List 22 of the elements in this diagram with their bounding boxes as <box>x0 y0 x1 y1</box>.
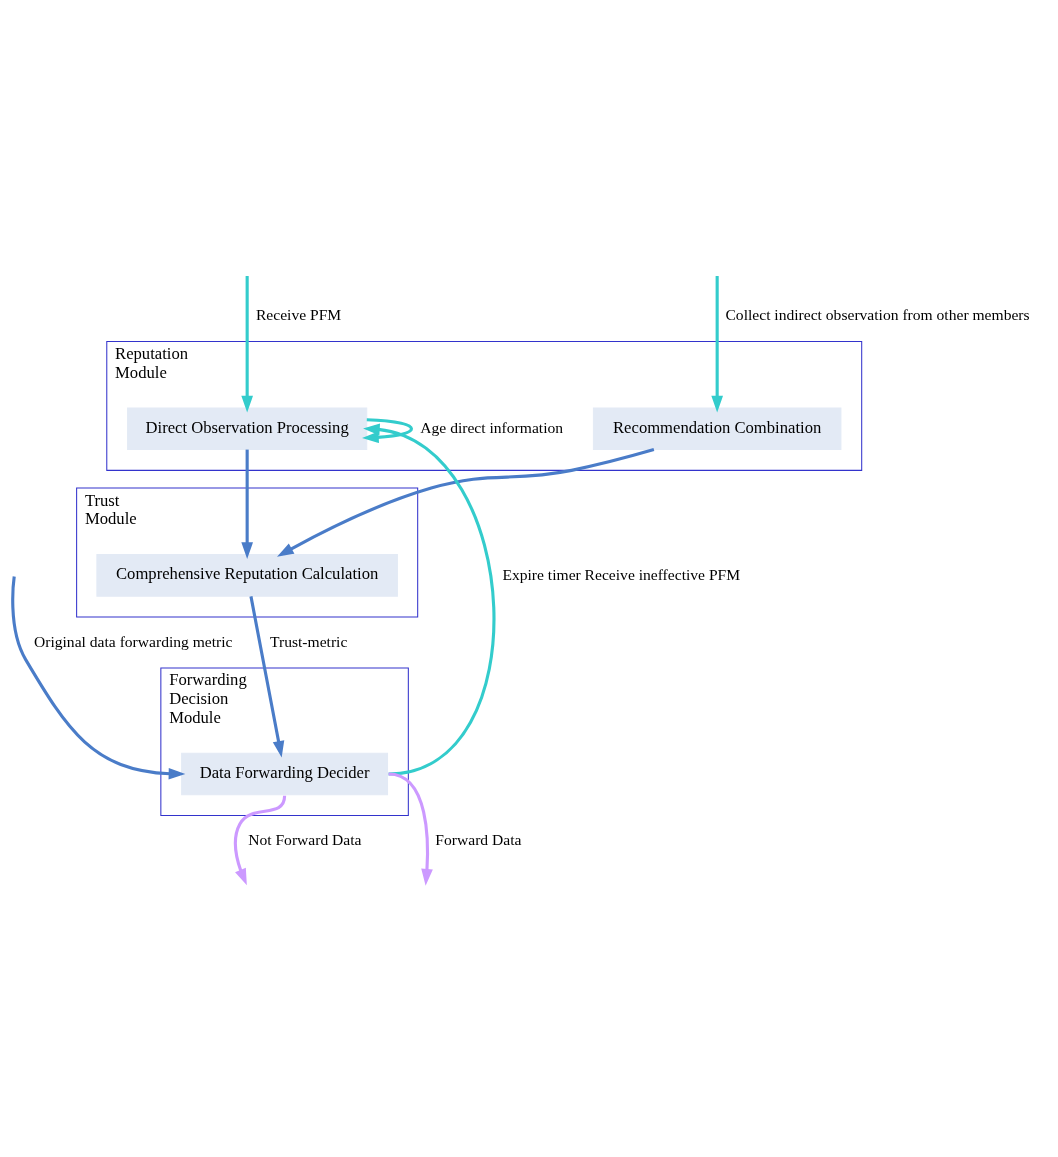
arrow <box>363 423 496 776</box>
edge-label: Original data forwarding metric <box>33 632 233 650</box>
arrow <box>241 276 253 413</box>
edge-label: Expire timer Receive ineffective PFM <box>502 565 741 583</box>
edge-label: Not Forward Data <box>248 831 362 849</box>
arrow <box>388 772 433 886</box>
node-box: Recommendation Combination <box>592 407 842 451</box>
node-box: Data Forwarding Decider <box>181 752 389 796</box>
arrow <box>249 596 285 758</box>
arrow <box>277 448 655 557</box>
arrow <box>11 576 186 780</box>
edge-label: Forward Data <box>435 831 522 849</box>
node-box: Comprehensive Reputation Calculation <box>96 554 398 597</box>
arrow <box>241 449 253 560</box>
arrow <box>362 418 413 444</box>
node-box: Direct Observation Processing <box>127 407 368 451</box>
arrow <box>233 795 287 886</box>
edge-label: Age direct information <box>420 418 564 436</box>
edge-label: Receive PFM <box>256 306 342 324</box>
arrow <box>711 276 723 413</box>
edge-label: Collect indirect observation from other members <box>725 306 1030 324</box>
edge-label: Trust-metric <box>270 632 348 650</box>
